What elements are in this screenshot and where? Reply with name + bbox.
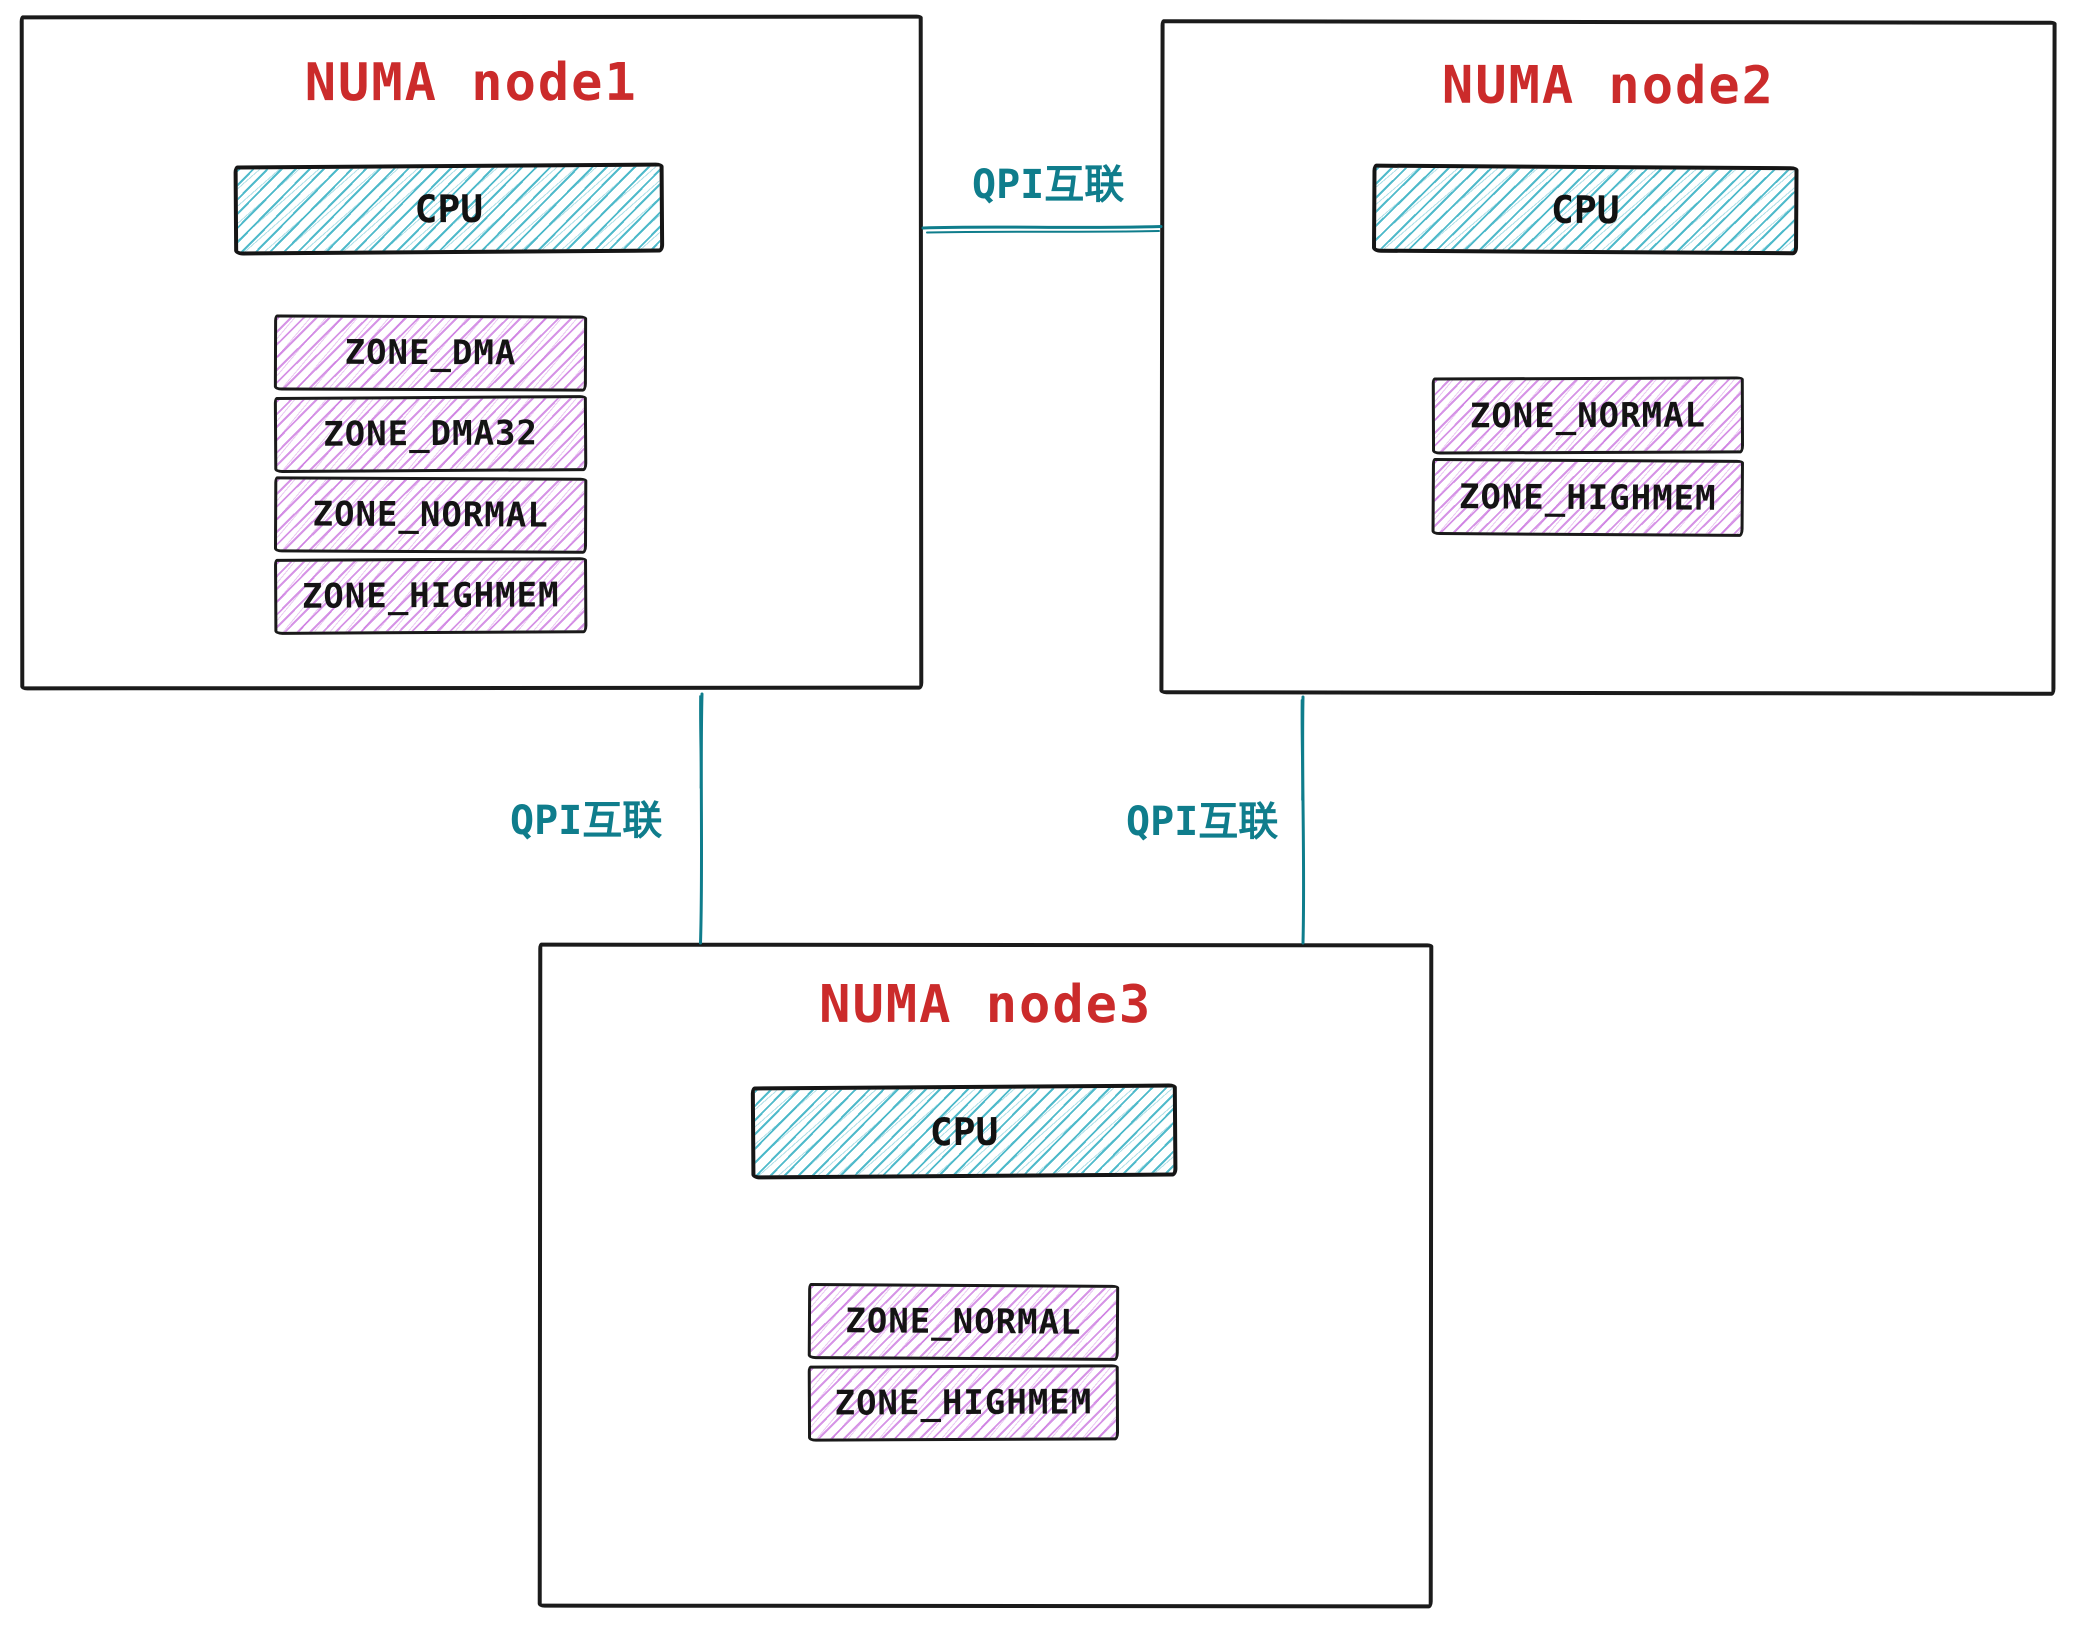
- numa-node2-cpu-box: CPU: [1371, 163, 1799, 256]
- zone-label: ZONE_DMA: [344, 332, 517, 374]
- numa-node3-cpu-box: CPU: [750, 1083, 1178, 1180]
- qpi-link-node1-node2: [921, 225, 1163, 234]
- numa-node2-title: NUMA node2: [1441, 55, 1776, 117]
- zone-label: ZONE_HIGHMEM: [301, 575, 560, 617]
- numa-node2-zone-highmem: ZONE_HIGHMEM: [1431, 458, 1744, 537]
- numa-node1-zone-dma32: ZONE_DMA32: [273, 395, 588, 473]
- numa-node2-zone-stack: ZONE_NORMAL ZONE_HIGHMEM: [1431, 376, 1745, 537]
- numa-node3-zone-stack: ZONE_NORMAL ZONE_HIGHMEM: [807, 1283, 1120, 1442]
- numa-node1-zone-normal: ZONE_NORMAL: [273, 476, 588, 554]
- numa-node1-zone-stack: ZONE_DMA ZONE_DMA32 ZONE_NORMAL ZONE_HIG…: [273, 314, 588, 635]
- cpu-label: CPU: [1550, 187, 1620, 232]
- zone-label: ZONE_HIGHMEM: [834, 1382, 1093, 1424]
- qpi-link-node1-node3: [699, 692, 704, 945]
- numa-node1-zone-dma: ZONE_DMA: [273, 314, 588, 392]
- zone-label: ZONE_NORMAL: [845, 1301, 1082, 1343]
- qpi-label-node2-node3: QPI互联: [1126, 799, 1279, 845]
- qpi-label-node1-node2: QPI互联: [972, 162, 1125, 208]
- numa-node1-title: NUMA node1: [304, 52, 638, 114]
- qpi-link-node2-node3: [1300, 695, 1306, 945]
- numa-node2-zone-normal: ZONE_NORMAL: [1431, 376, 1745, 455]
- numa-node1-zone-highmem: ZONE_HIGHMEM: [274, 557, 588, 635]
- qpi-label-node1-node3: QPI互联: [510, 798, 663, 844]
- zone-label: ZONE_DMA32: [323, 413, 539, 455]
- numa-node3-box: NUMA node3 CPU ZONE_NORMAL ZONE_HIGHMEM: [537, 942, 1434, 1609]
- zone-label: ZONE_NORMAL: [312, 494, 549, 536]
- numa-node1-cpu-box: CPU: [233, 162, 665, 256]
- numa-node1-box: NUMA node1 CPU ZONE_DMA ZONE_DMA32 ZONE_…: [19, 14, 924, 691]
- numa-node3-zone-normal: ZONE_NORMAL: [807, 1283, 1120, 1361]
- cpu-label: CPU: [414, 186, 484, 232]
- numa-node3-zone-highmem: ZONE_HIGHMEM: [807, 1364, 1120, 1442]
- numa-node3-title: NUMA node3: [819, 974, 1153, 1036]
- zone-label: ZONE_NORMAL: [1469, 395, 1707, 436]
- zone-label: ZONE_HIGHMEM: [1458, 476, 1717, 519]
- numa-node2-box: NUMA node2 CPU ZONE_NORMAL ZONE_HIGHMEM: [1159, 19, 2057, 696]
- cpu-label: CPU: [929, 1109, 999, 1154]
